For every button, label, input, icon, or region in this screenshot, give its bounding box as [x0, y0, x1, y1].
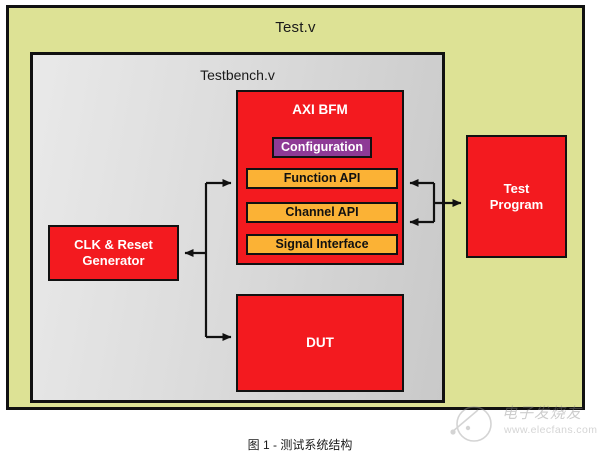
watermark-url-text: www.elecfans.com [504, 424, 598, 436]
watermark-brand-text: 电子发烧友 [502, 405, 583, 422]
testbench-v-title: Testbench.v [200, 67, 275, 83]
watermark-logo-icon [450, 406, 492, 442]
test-program-line-2: Program [489, 196, 544, 212]
test-program-block: Test Program [466, 135, 567, 258]
clk-reset-generator-label: CLK & Reset Generator [74, 237, 153, 269]
channel-api-block: Channel API [246, 202, 398, 223]
configuration-block: Configuration [272, 137, 372, 158]
dut-block: DUT [236, 294, 404, 392]
test-program-line-1: Test [503, 180, 530, 196]
axi-bfm-label: AXI BFM [292, 102, 348, 117]
clk-reset-generator-line-1: CLK & Reset [74, 237, 153, 253]
clk-reset-generator-line-2: Generator [82, 253, 145, 268]
clk-reset-generator-block: CLK & Reset Generator [48, 225, 179, 281]
function-api-block: Function API [246, 168, 398, 189]
watermark: 电子发烧友 www.elecfans.com [448, 398, 598, 448]
axi-bfm-block: AXI BFM Configuration Function API Chann… [236, 90, 404, 265]
signal-interface-block: Signal Interface [246, 234, 398, 255]
test-program-label: Test Program [490, 181, 543, 213]
figure-caption: 图 1 - 测试系统结构 [247, 438, 353, 452]
test-v-title: Test.v [275, 19, 316, 36]
